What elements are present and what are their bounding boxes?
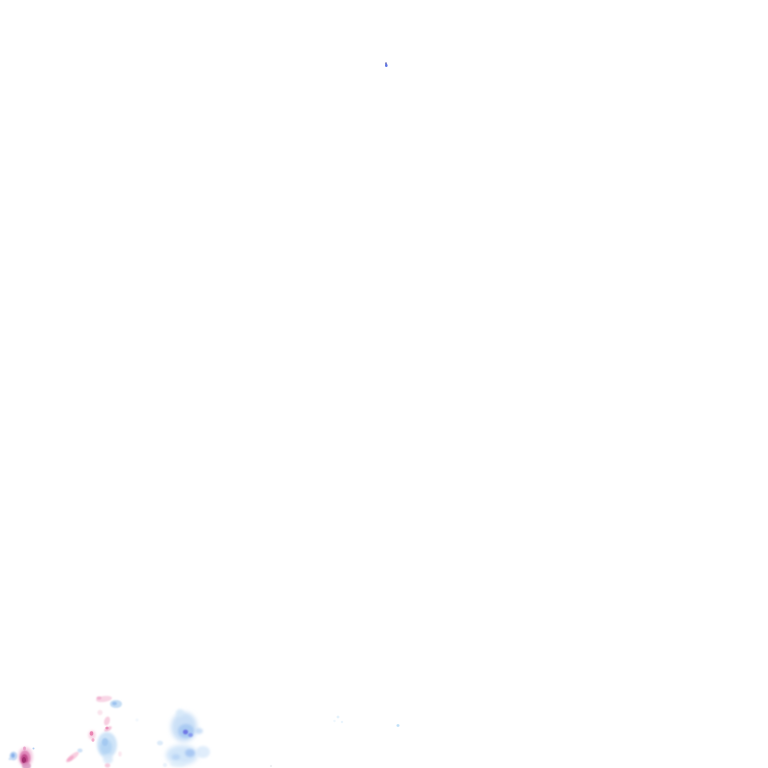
echo-blob-magenta-core-dark (22, 757, 26, 763)
echo-blob-east-blue-lower-deep-a (185, 749, 195, 757)
echo-blob-faint-gray-speck (269, 764, 273, 768)
echo-blob-central-fleck-b (333, 719, 336, 723)
echo-blob-east-blue-bottom-tail (170, 761, 186, 767)
echo-blob-rose-dot-b (91, 738, 95, 742)
echo-blob-mid-far-fleck (135, 718, 139, 722)
echo-blob-east-blue-lower-deep-b (172, 754, 180, 760)
echo-blob-top-dot-blue (385, 64, 388, 67)
echo-blob-mid-pink-streak2-deep (105, 726, 109, 730)
echo-blob-east-blue-top-tip (176, 709, 184, 717)
echo-blob-magenta-blue-fleck (32, 747, 35, 750)
echo-blob-east-blue-core-b (188, 733, 193, 737)
echo-blob-central-fleck-d (396, 724, 400, 727)
echo-blob-west-blue-speck-core (11, 753, 15, 758)
echo-blob-pink-streak-deep (67, 755, 74, 762)
echo-blob-mid-bottom-pink-dot (104, 763, 111, 768)
echo-blob-mid-pink-trail (97, 709, 103, 716)
echo-blob-west-blue-speck-arm (8, 757, 12, 761)
echo-blob-east-blue-left-speck (157, 740, 163, 746)
echo-blob-east-blue-lower-right-lobe (196, 746, 210, 758)
echo-blob-central-fleck-c (340, 720, 344, 724)
echo-blob-rose-dot-a (89, 731, 94, 736)
echo-blob-pink-streak-blue-tip (77, 748, 83, 753)
echo-blob-magenta-bottom (22, 762, 31, 768)
echo-blob-east-blue-right-patch (195, 728, 203, 734)
echo-blob-east-blue-core-a (182, 729, 189, 735)
echo-blob-central-fleck-a (336, 715, 340, 719)
echo-blob-mid-blue-tail (103, 754, 113, 764)
echo-blob-layer (8, 62, 400, 768)
echo-blob-magenta-tip (23, 746, 26, 751)
echo-blob-mid-pink-curve (103, 716, 111, 726)
echo-blob-mid-right-pink-fleck (118, 751, 122, 757)
echo-blob-mid-pink-smudge-deep (96, 696, 102, 700)
echo-blob-mid-blue-patch-core (112, 701, 117, 706)
echo-blob-mid-blue-wash-core (102, 738, 108, 746)
echo-blob-east-blue-low-fleck (163, 763, 167, 767)
